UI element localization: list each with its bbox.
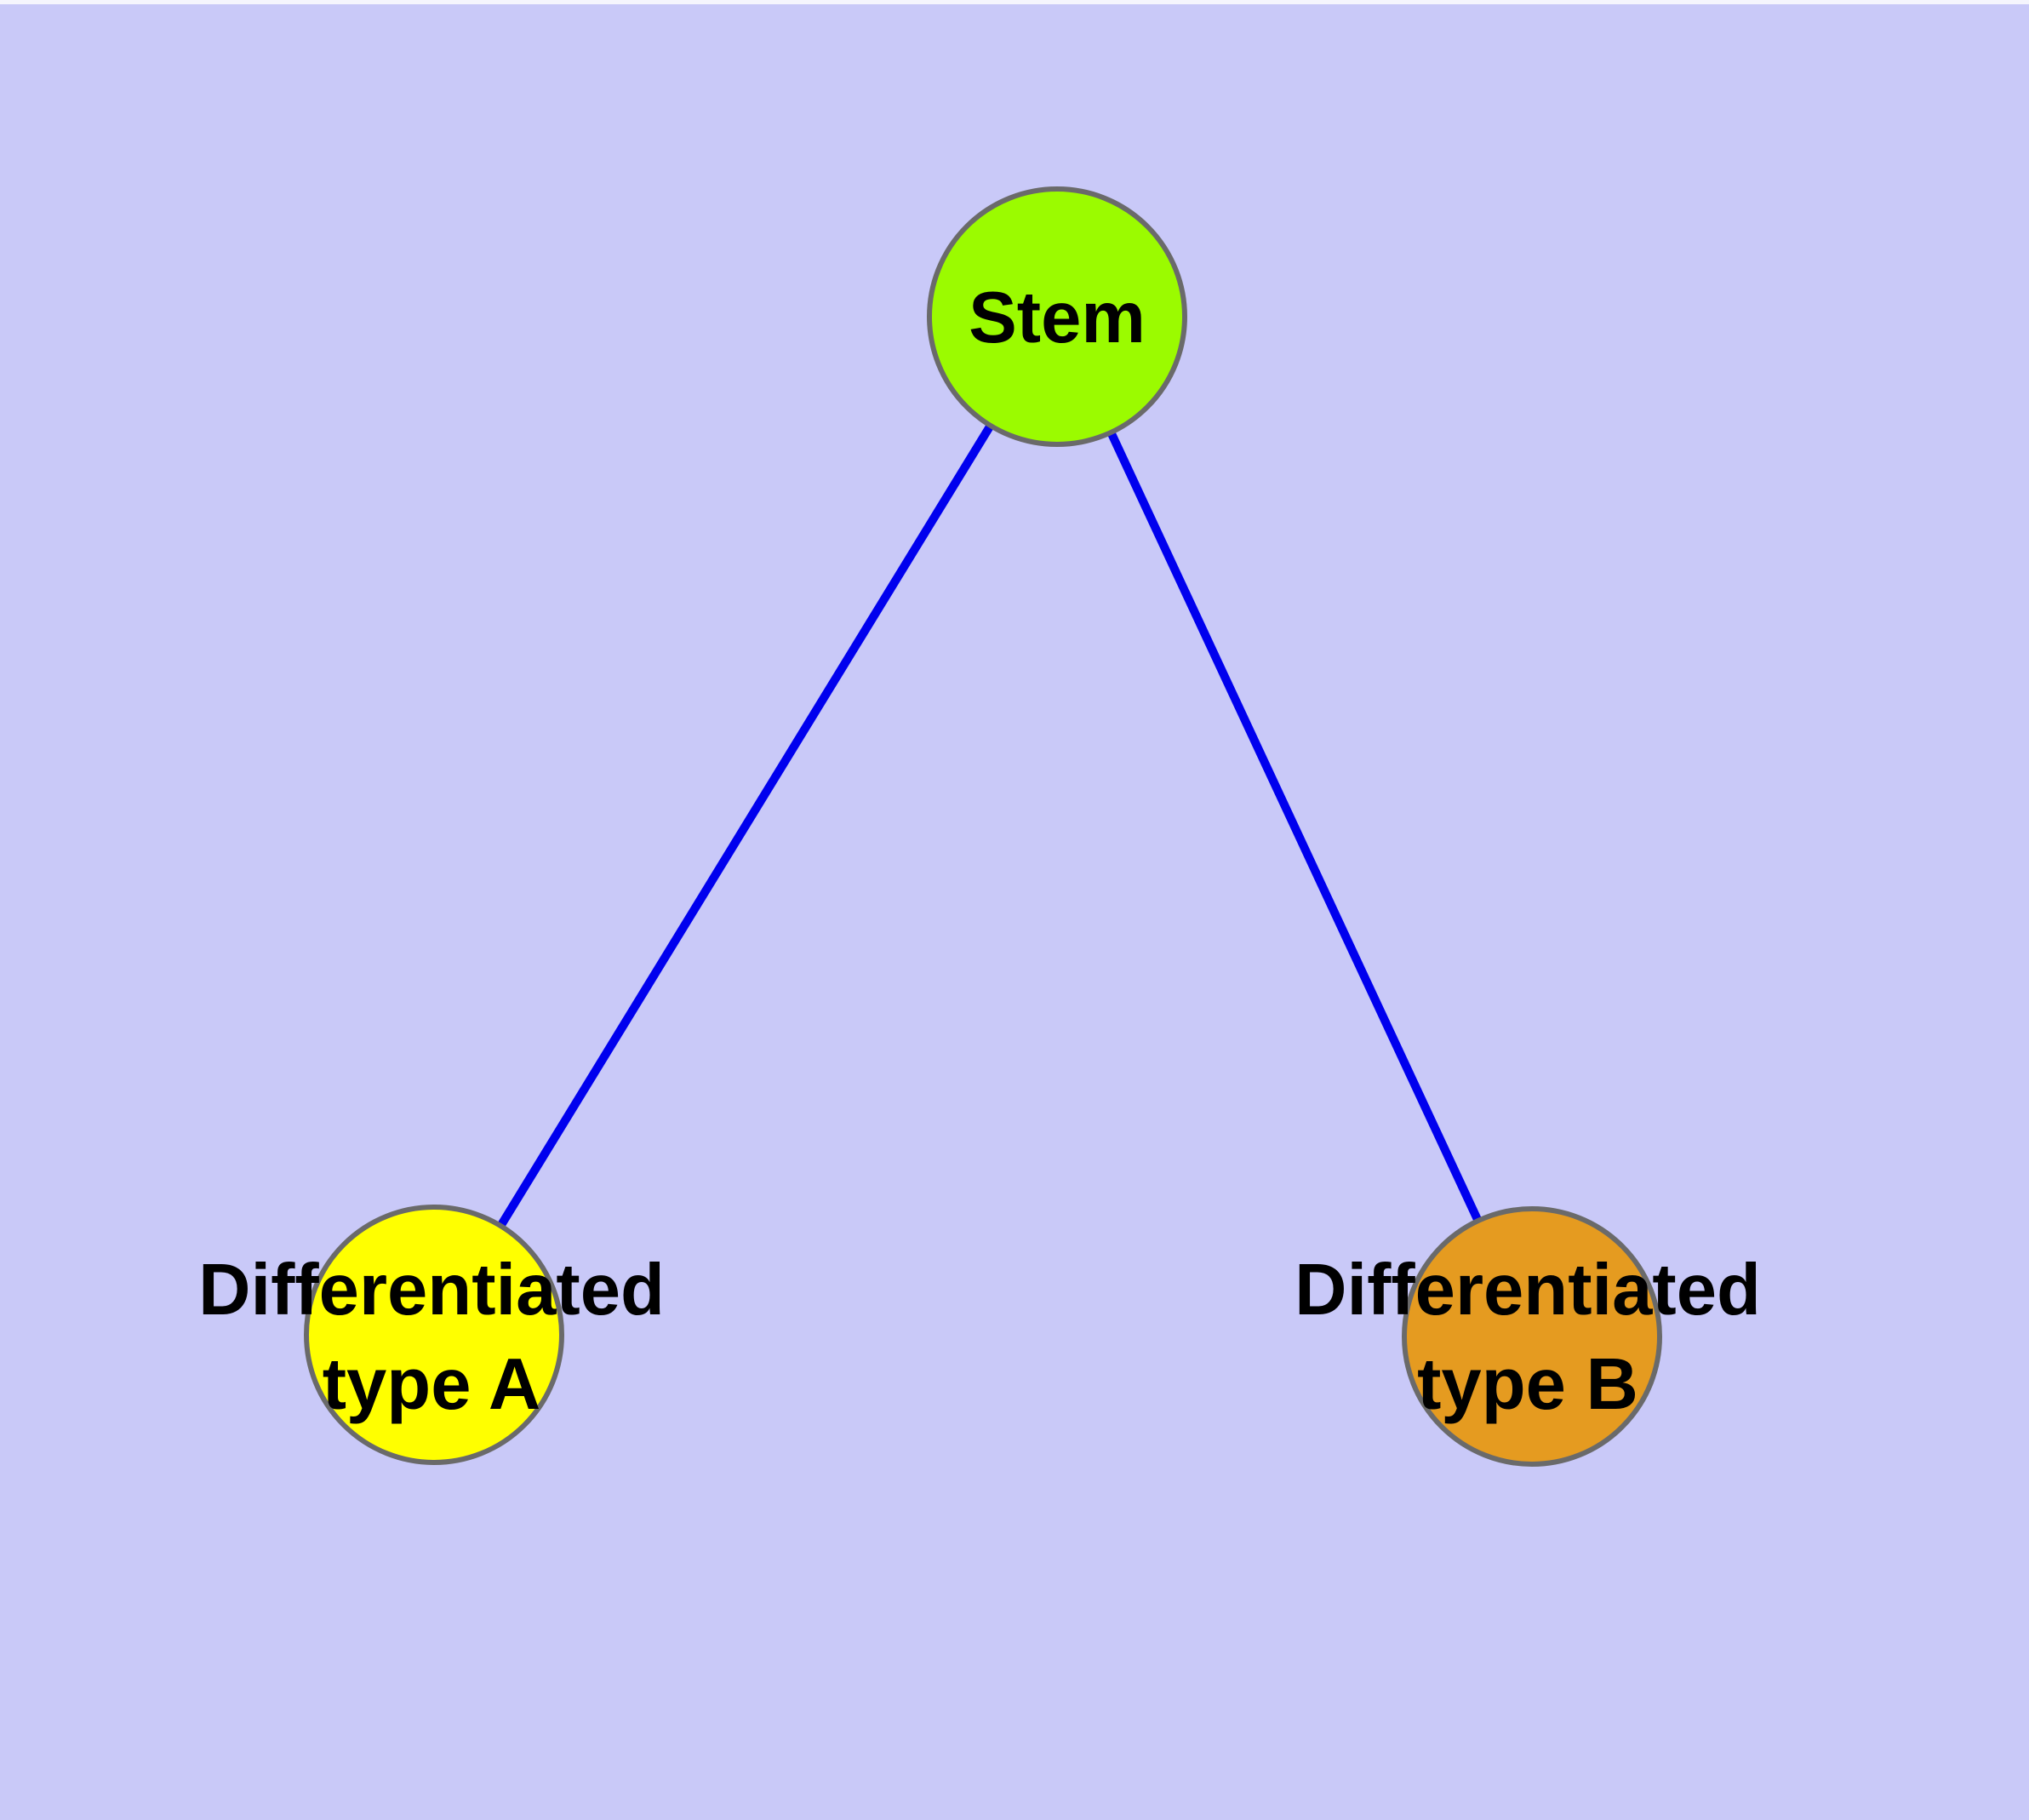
node-differentiated-type-a (304, 1205, 564, 1465)
node-type-a-label-line1: Differentiated (198, 1250, 665, 1331)
edge-stem-to-type-a (430, 314, 1061, 1337)
node-type-a-label-line2: type A (323, 1344, 541, 1425)
top-edge-strip (0, 0, 2029, 4)
node-differentiated-type-b (1402, 1206, 1662, 1467)
node-type-b-label-line2: type B (1417, 1344, 1638, 1425)
edge-stem-to-type-b (1053, 314, 1536, 1339)
node-type-b-label-line1: Differentiated (1295, 1250, 1761, 1331)
node-stem (927, 186, 1187, 447)
node-stem-label: Stem (969, 278, 1146, 358)
